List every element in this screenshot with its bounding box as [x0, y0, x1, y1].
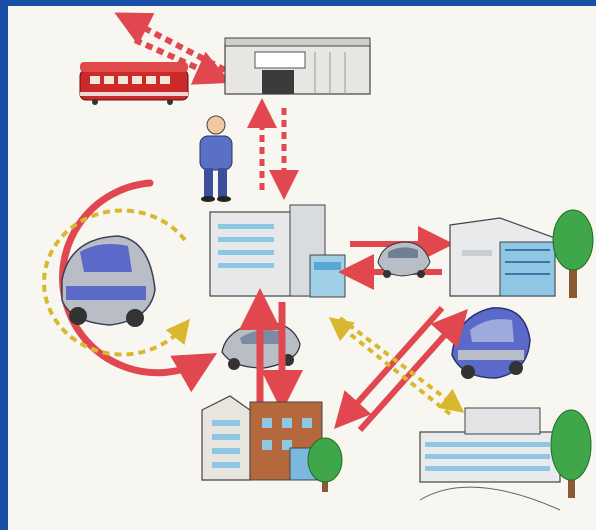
car-icon	[378, 242, 430, 278]
campus-building-icon	[420, 408, 560, 510]
diagonal-route-arrows	[342, 308, 460, 430]
person-icon	[200, 116, 232, 202]
train-icon	[80, 62, 188, 105]
car-icon	[452, 308, 530, 379]
tree-icon	[308, 438, 342, 492]
tree-icon	[551, 410, 591, 498]
station-central-arrows	[262, 108, 284, 190]
station-sign	[264, 61, 310, 73]
central-building-icon	[210, 205, 345, 297]
diagram-canvas	[8, 6, 596, 530]
office-building-icon	[202, 396, 322, 480]
yellow-dashed-arrows	[335, 318, 458, 414]
transport-diagram	[8, 6, 596, 530]
parked-car-icon	[62, 236, 155, 327]
factory-building-icon	[450, 218, 555, 296]
tree-icon	[553, 210, 593, 298]
